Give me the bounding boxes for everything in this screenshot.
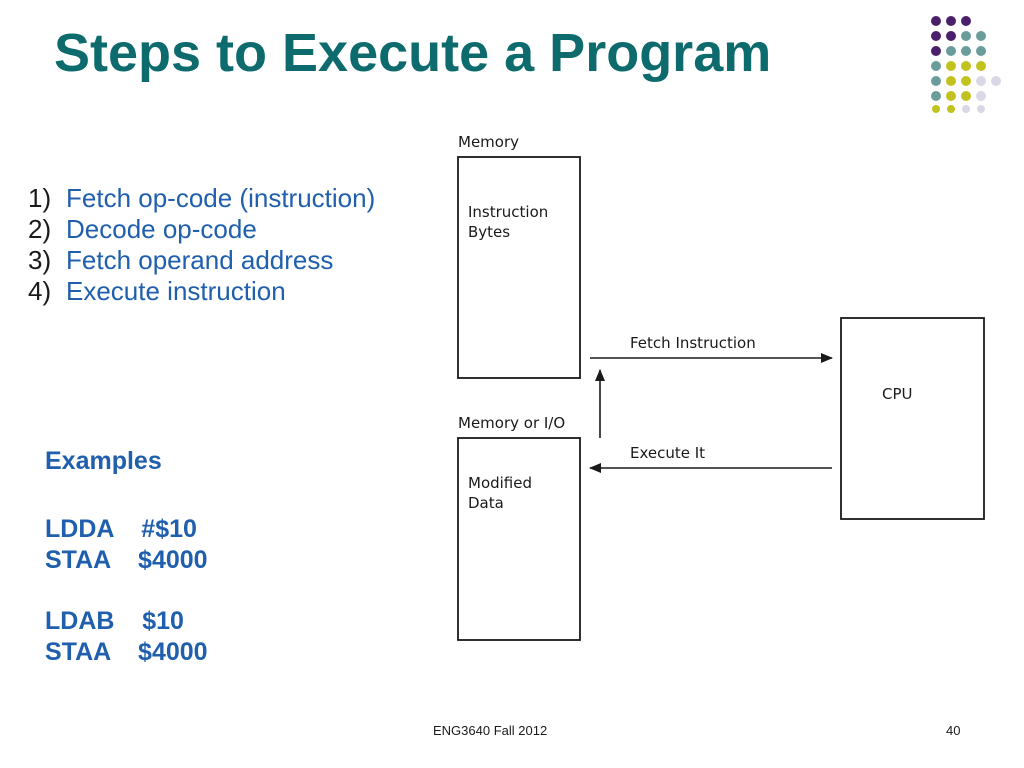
code-line: STAA $4000 (45, 638, 208, 666)
step-item: 4) Execute instruction (28, 276, 375, 307)
dot-row-1 (931, 16, 971, 26)
step-number: 4) (28, 276, 52, 306)
cpu-label: CPU (882, 385, 913, 403)
step-item: 1) Fetch op-code (instruction) (28, 183, 375, 214)
step-text: Fetch op-code (instruction) (66, 183, 376, 213)
memory-box-line2: Bytes (468, 223, 510, 241)
step-text: Fetch operand address (66, 245, 334, 275)
dot-row-6 (931, 91, 986, 101)
dot-row-3 (931, 46, 986, 56)
execution-diagram: Memory Instruction Bytes Memory or I/O M… (457, 133, 985, 641)
memory-io-box (457, 437, 581, 641)
step-number: 1) (28, 183, 52, 213)
dot-row-2 (931, 31, 986, 41)
code-line: LDDA #$10 (45, 515, 197, 543)
step-number: 3) (28, 245, 52, 275)
decorative-dot-grid (931, 16, 1001, 113)
dot-row-7 (932, 105, 985, 113)
step-text: Execute instruction (66, 276, 286, 306)
step-text: Decode op-code (66, 214, 257, 244)
memory-io-label: Memory or I/O (458, 414, 565, 432)
footer-course: ENG3640 Fall 2012 (433, 723, 548, 738)
step-item: 2) Decode op-code (28, 214, 375, 245)
memory-io-box-line1: Modified (468, 474, 532, 492)
memory-io-box-line2: Data (468, 494, 504, 512)
examples-heading: Examples (45, 447, 162, 475)
fetch-label: Fetch Instruction (630, 334, 756, 352)
memory-box (457, 156, 581, 379)
dot-row-5 (931, 76, 1001, 86)
cpu-box (840, 317, 985, 520)
step-number: 2) (28, 214, 52, 244)
code-line: STAA $4000 (45, 546, 208, 574)
slide-title: Steps to Execute a Program (54, 23, 772, 83)
dot-row-4 (931, 61, 986, 71)
memory-label: Memory (458, 133, 519, 151)
memory-box-line1: Instruction (468, 203, 548, 221)
code-line: LDAB $10 (45, 607, 184, 635)
steps-list: 1) Fetch op-code (instruction) 2) Decode o… (28, 183, 375, 307)
step-item: 3) Fetch operand address (28, 245, 375, 276)
examples-block: Examples LDDA #$10 STAA $4000 LDAB $10 S… (45, 446, 208, 668)
execute-label: Execute It (630, 444, 705, 462)
page-number: 40 (946, 723, 961, 738)
